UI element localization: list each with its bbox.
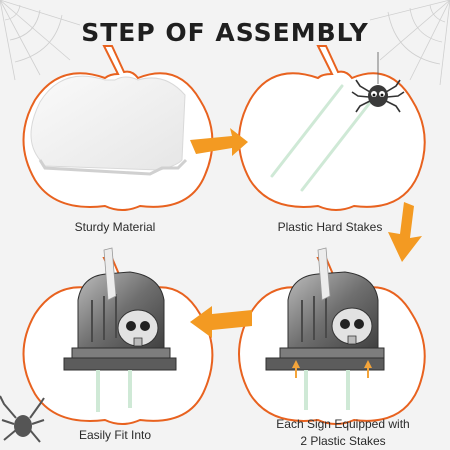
tombstone-icon: [63, 247, 177, 371]
step-caption-4-line-2: 2 Plastic Stakes: [300, 434, 386, 448]
pumpkin-panel-2: [238, 45, 426, 211]
arrow-icon: [388, 202, 422, 262]
pumpkin-panel-3: [22, 247, 214, 425]
spider-icon: [0, 395, 45, 443]
stake-1: [270, 84, 344, 178]
step-caption-4: Each Sign Equipped with 2 Plastic Stakes: [248, 416, 438, 450]
step-caption-4-line-1: Each Sign Equipped with: [276, 417, 410, 431]
pumpkin-panel-4: [238, 247, 426, 425]
spiderweb-icon: [0, 0, 81, 81]
arrow-icon: [190, 306, 252, 338]
step-caption-2: Plastic Hard Stakes: [277, 220, 383, 234]
step-caption-3: Easily Fit Into: [78, 428, 152, 442]
step-caption-1: Sturdy Material: [74, 220, 156, 234]
spiderweb-icon: [369, 0, 450, 86]
pumpkin-panel-1: [22, 45, 214, 211]
spider-icon: [351, 52, 405, 113]
skull-icon: [117, 309, 159, 347]
arrow-icon: [190, 128, 248, 156]
skull-icon: [331, 307, 373, 345]
page-title: STEP OF ASSEMBLY: [81, 18, 369, 47]
arrow-icon: [292, 360, 372, 378]
stake-2: [300, 98, 374, 192]
